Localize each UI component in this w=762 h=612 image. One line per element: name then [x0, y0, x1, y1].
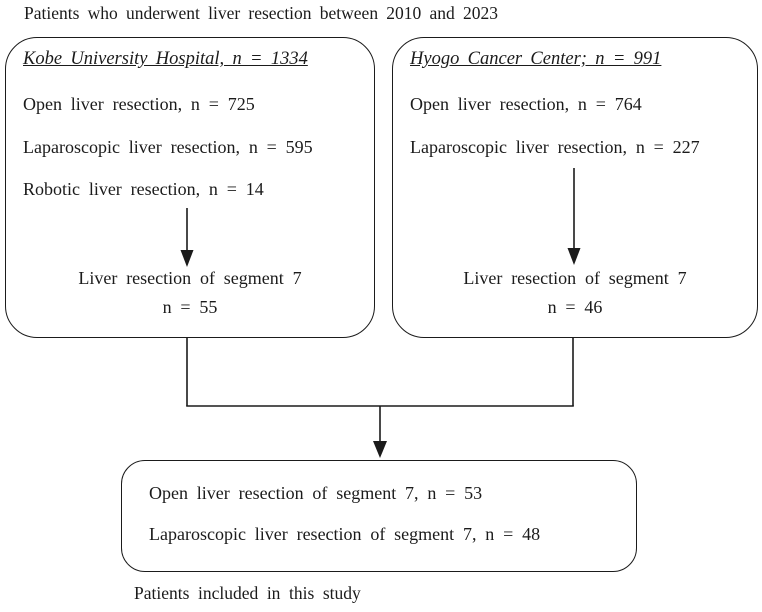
kobe-box-header: Kobe University Hospital, n = 1334 — [23, 49, 308, 69]
merge-arrow-down-icon — [373, 406, 387, 458]
kobe-robotic-resection-line: Robotic liver resection, n = 14 — [23, 179, 264, 199]
hyogo-box-header: Hyogo Cancer Center; n = 991 — [410, 49, 662, 69]
hyogo-center-box: Hyogo Cancer Center; n = 991 Open liver … — [392, 37, 758, 338]
kobe-result-text: Liver resection of segment 7 — [78, 268, 302, 288]
kobe-open-resection-line: Open liver resection, n = 725 — [23, 94, 255, 114]
hyogo-open-resection-line: Open liver resection, n = 764 — [410, 94, 642, 114]
kobe-result-count: n = 55 — [162, 297, 218, 317]
included-patients-box: Open liver resection of segment 7, n = 5… — [121, 460, 637, 572]
hyogo-result-text: Liver resection of segment 7 — [463, 268, 687, 288]
hyogo-laparoscopic-resection-line: Laparoscopic liver resection, n = 227 — [410, 137, 700, 157]
kobe-hospital-box: Kobe University Hospital, n = 1334 Open … — [5, 37, 375, 338]
included-laparoscopic-resection-line: Laparoscopic liver resection of segment … — [149, 524, 541, 544]
kobe-result-block: Liver resection of segment 7 n = 55 — [6, 264, 374, 322]
diagram-title: Patients who underwent liver resection b… — [24, 3, 499, 23]
kobe-laparoscopic-resection-line: Laparoscopic liver resection, n = 595 — [23, 137, 313, 157]
diagram-caption: Patients included in this study — [134, 583, 361, 603]
hyogo-result-block: Liver resection of segment 7 n = 46 — [393, 264, 757, 322]
included-open-resection-line: Open liver resection of segment 7, n = 5… — [149, 483, 483, 503]
hyogo-result-count: n = 46 — [547, 297, 603, 317]
